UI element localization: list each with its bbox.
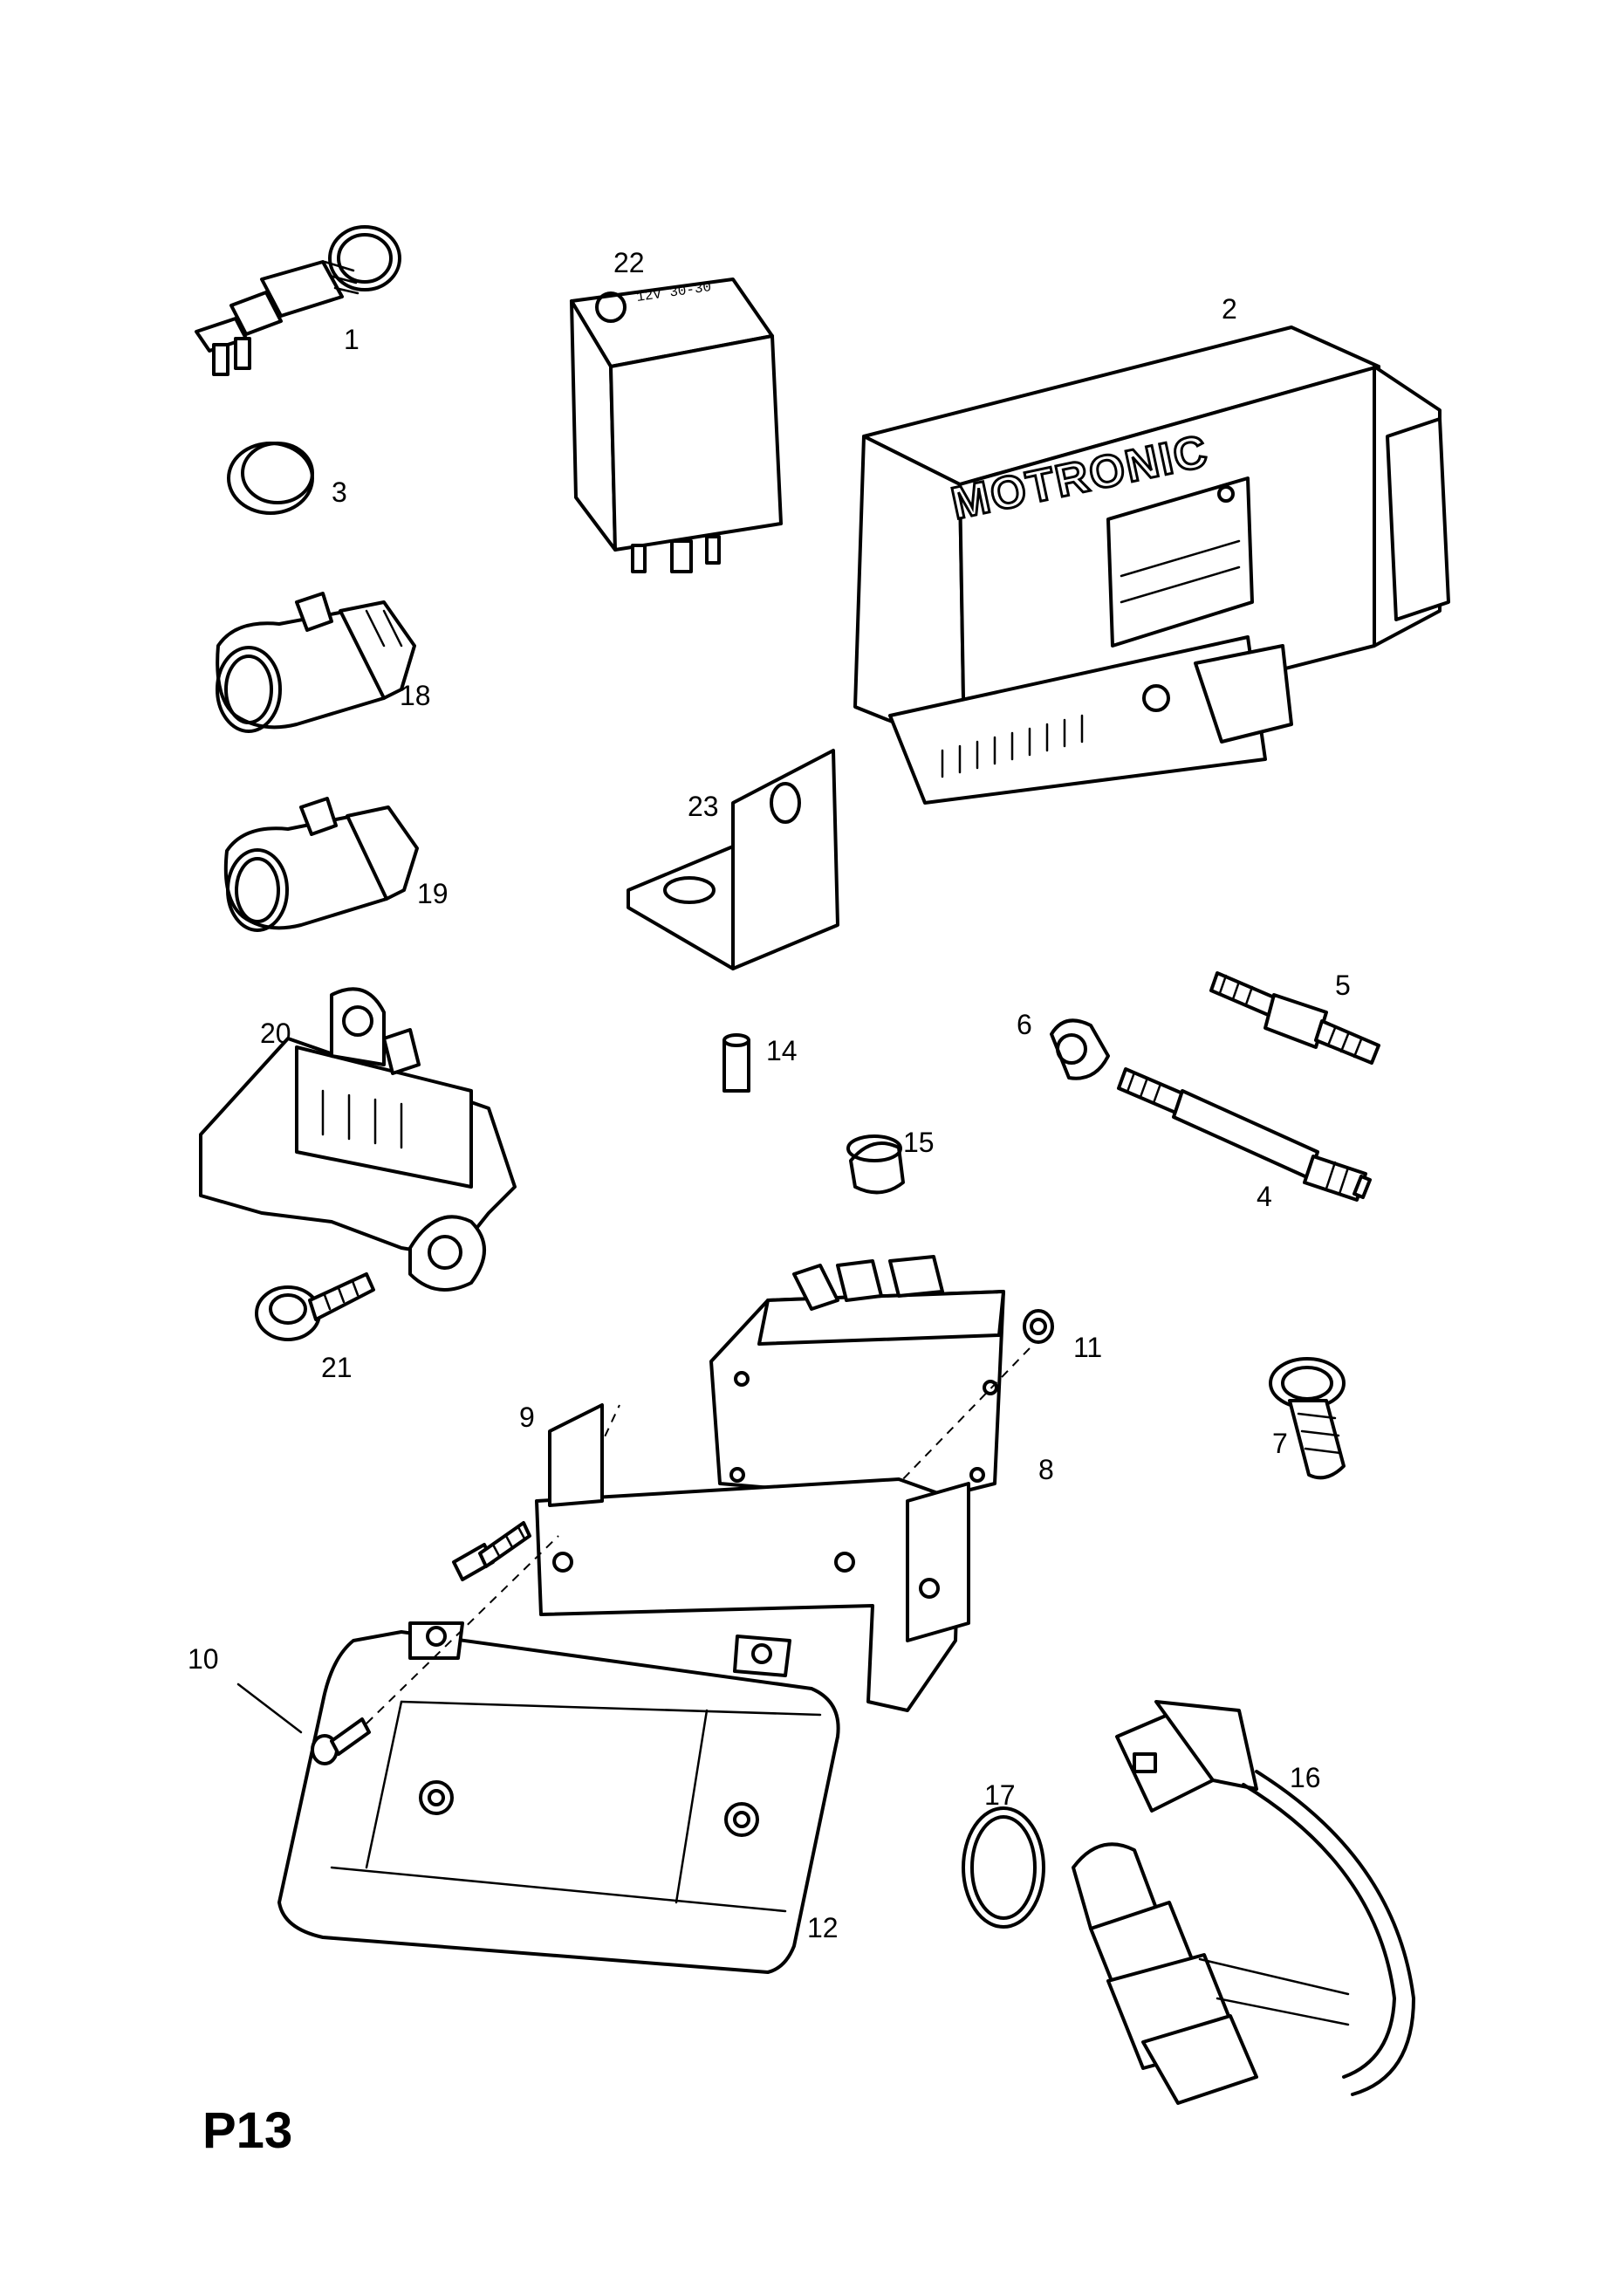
callout-7: 7 bbox=[1272, 1428, 1288, 1459]
callout-18: 18 bbox=[400, 680, 431, 711]
callout-2: 2 bbox=[1222, 293, 1237, 325]
callout-1: 1 bbox=[344, 324, 360, 355]
dash-line-10 bbox=[366, 1535, 559, 1724]
part-15-cap bbox=[846, 1134, 905, 1195]
part-4-long-stud bbox=[1117, 1067, 1372, 1202]
callout-10: 10 bbox=[188, 1643, 219, 1675]
callout-23: 23 bbox=[688, 791, 719, 822]
page-code: P13 bbox=[202, 2102, 293, 2159]
part-6-nut bbox=[1050, 1018, 1110, 1080]
callout-11: 11 bbox=[1073, 1332, 1102, 1363]
part-3-plug bbox=[227, 442, 314, 515]
part-20-housing bbox=[199, 987, 517, 1292]
leader-10 bbox=[236, 1683, 303, 1734]
part-18-connector bbox=[216, 592, 416, 733]
part-10-screw bbox=[311, 1717, 371, 1765]
part-22-relay: 12V 30-30 bbox=[570, 278, 783, 573]
callout-17: 17 bbox=[984, 1779, 1016, 1811]
callout-16: 16 bbox=[1290, 1762, 1321, 1793]
callout-19: 19 bbox=[417, 878, 449, 909]
callout-5: 5 bbox=[1335, 970, 1351, 1001]
mounting-frame bbox=[535, 1403, 970, 1712]
callout-14: 14 bbox=[766, 1035, 798, 1066]
part-21-screw bbox=[255, 1272, 375, 1341]
part-16-sensor bbox=[1072, 1700, 1415, 2105]
part-17-o-ring bbox=[962, 1806, 1045, 1929]
callout-8: 8 bbox=[1038, 1454, 1054, 1485]
part-9-bolt bbox=[452, 1521, 531, 1581]
callout-20: 20 bbox=[260, 1018, 291, 1049]
part-14-pin bbox=[722, 1033, 750, 1093]
part-11-nut bbox=[1023, 1309, 1054, 1344]
part-19-connector bbox=[223, 797, 419, 932]
callout-9: 9 bbox=[519, 1402, 535, 1433]
part-5-short-stud bbox=[1209, 971, 1380, 1065]
callout-15: 15 bbox=[903, 1127, 935, 1158]
callout-21: 21 bbox=[321, 1352, 353, 1383]
part-1-temperature-switch bbox=[195, 225, 401, 376]
part-7-grommet bbox=[1269, 1357, 1346, 1480]
part-2-control-unit: MOTRONIC bbox=[853, 326, 1450, 805]
part-12-cover-plate bbox=[277, 1621, 840, 1974]
part-23-bracket bbox=[627, 749, 839, 970]
callout-22: 22 bbox=[613, 247, 645, 278]
part-8-module-bracket bbox=[709, 1255, 1005, 1503]
callout-3: 3 bbox=[332, 476, 347, 508]
callout-4: 4 bbox=[1257, 1181, 1272, 1212]
callout-6: 6 bbox=[1017, 1009, 1032, 1040]
callout-12: 12 bbox=[807, 1912, 839, 1943]
